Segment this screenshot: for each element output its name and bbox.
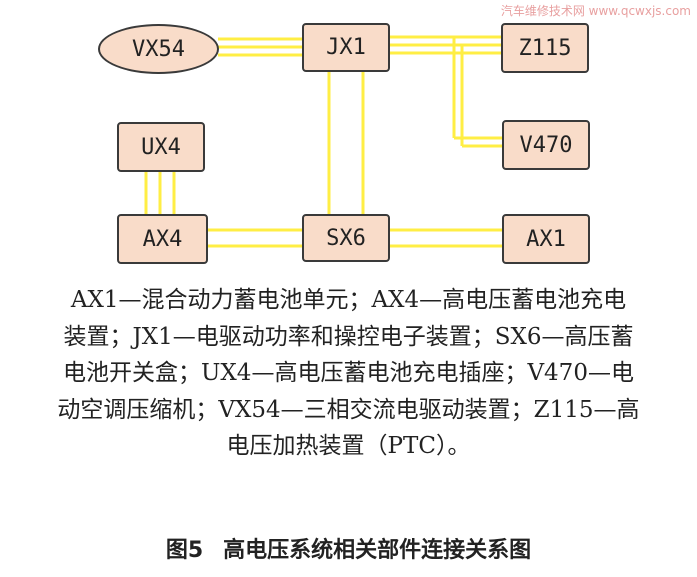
node-v470: V470 (502, 120, 590, 170)
node-sx6-label: SX6 (326, 225, 366, 251)
watermark: 汽车维修技术网 www.qcwxjs.com (500, 4, 691, 18)
node-v470-label: V470 (519, 132, 573, 158)
node-ax4-label: AX4 (142, 226, 183, 252)
node-vx54: VX54 (98, 24, 219, 74)
figure-label: 图5 (165, 538, 204, 563)
node-ux4: UX4 (117, 122, 205, 172)
node-jx1-label: JX1 (326, 35, 366, 60)
node-ax1: AX1 (502, 214, 590, 264)
caption-line: AX1—混合动力蓄电池单元；AX4—高电压蓄电池充电 (70, 287, 627, 313)
figure-title: 图5 高电压系统相关部件连接关系图 (0, 532, 697, 564)
caption-line: 电池开关盒；UX4—高电压蓄电池充电插座；V470—电 (63, 360, 634, 386)
node-vx54-label: VX54 (132, 36, 185, 62)
figure-title-text: 高电压系统相关部件连接关系图 (223, 538, 532, 563)
node-sx6: SX6 (302, 214, 390, 262)
wires (144, 35, 503, 248)
node-ax1-label: AX1 (526, 226, 566, 252)
wire-layer (144, 35, 503, 248)
node-ax4: AX4 (117, 214, 208, 264)
caption: AX1—混合动力蓄电池单元；AX4—高电压蓄电池充电 装置；JX1—电驱动功率和… (0, 282, 697, 465)
node-jx1: JX1 (302, 23, 390, 72)
caption-line: 电压加热装置（PTC）。 (226, 433, 471, 459)
node-ux4-label: UX4 (141, 134, 181, 160)
node-z115-label: Z115 (518, 35, 572, 61)
connection-diagram: VX54 JX1 Z115 V470 UX4 AX4 SX6 AX1 汽车维修技… (0, 0, 697, 270)
caption-line: 装置；JX1—电驱动功率和操控电子装置；SX6—高压蓄 (63, 323, 634, 350)
caption-line: 动空调压缩机；VX54—三相交流电驱动装置；Z115—高 (57, 396, 640, 423)
node-z115: Z115 (501, 23, 589, 73)
